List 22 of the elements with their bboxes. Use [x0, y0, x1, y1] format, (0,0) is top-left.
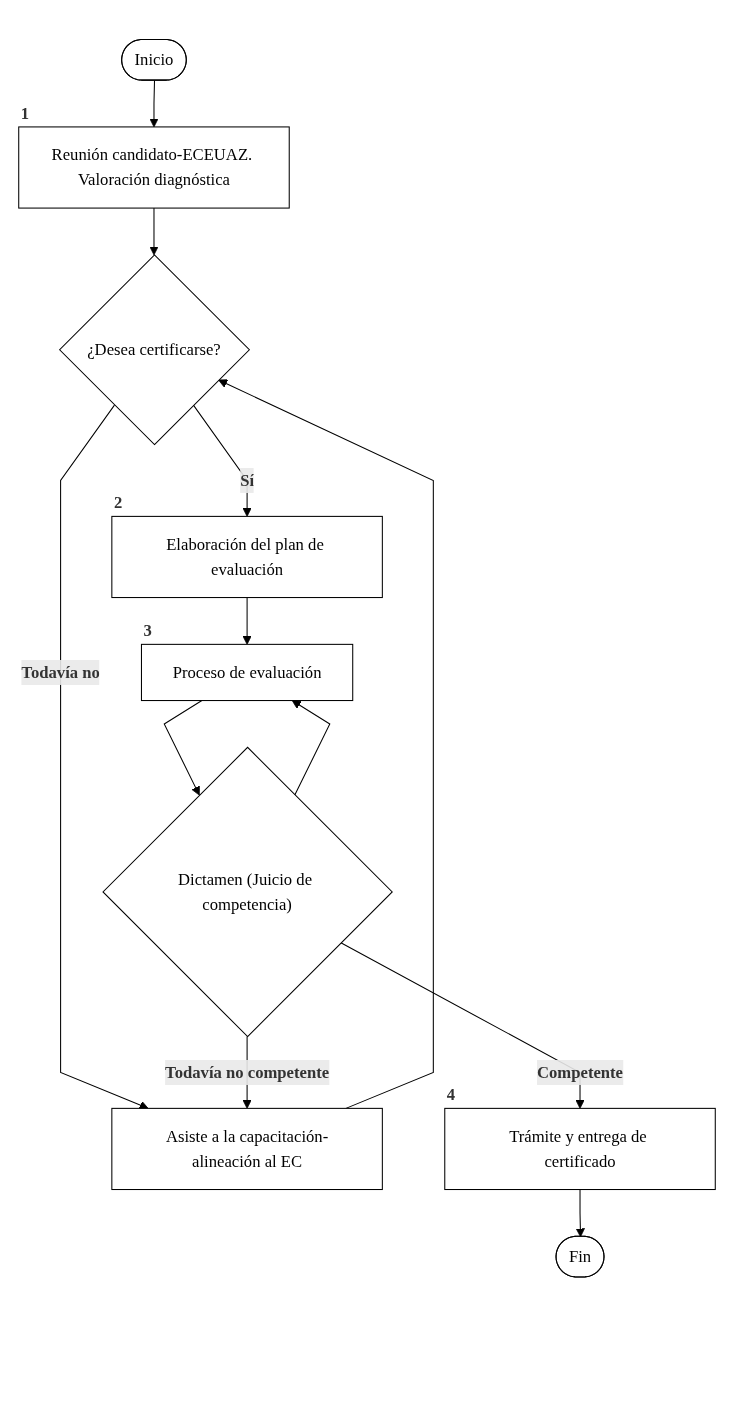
node-diamond: ¿Desea certificarse? [58, 254, 251, 446]
arrow [163, 700, 203, 796]
step-number: 1 [20, 103, 30, 123]
edge-label: Todavía no competente [165, 1063, 330, 1081]
edge-label: Sí [240, 471, 255, 489]
arrow [575, 1189, 585, 1238]
step-number: 3 [143, 621, 152, 641]
node-box: Elaboración del plan de evaluación [111, 515, 383, 599]
step-number: 4 [446, 1085, 456, 1105]
edge-label: Todavía no [21, 663, 100, 681]
node-box: Proceso de evaluación [140, 643, 354, 702]
edge-label: Competente [537, 1063, 624, 1081]
node-box: Reunión candidato-ECEUAZ. Valoración diagnóstica [18, 126, 290, 209]
arrow [60, 404, 149, 1110]
arrow [242, 597, 252, 645]
arrow [149, 80, 159, 128]
node-box: Asiste a la capacitación-alineación al EC [111, 1107, 383, 1191]
step-number: 2 [113, 493, 123, 513]
node-box: Trámite y entrega de certificado [444, 1107, 716, 1191]
arrow [291, 700, 331, 796]
node-diamond: Dictamen (Juicio de competencia) [102, 746, 393, 1038]
arrow [149, 207, 159, 256]
